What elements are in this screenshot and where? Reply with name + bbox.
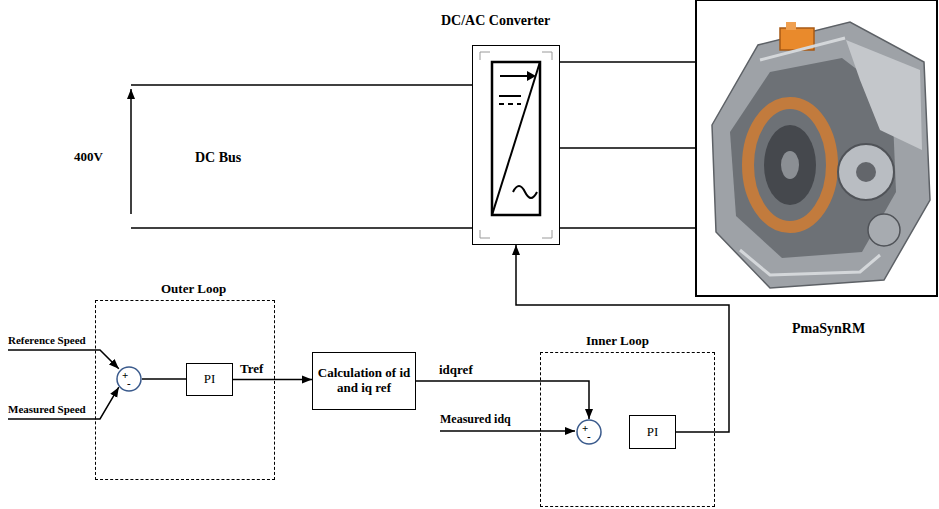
loop-boundary: Outer Loop+-PI: [95, 300, 275, 480]
connector: [142, 378, 186, 380]
rotor: [764, 125, 816, 205]
dc-bus-wire: [131, 84, 472, 86]
inverter-arrowhead: [527, 71, 536, 81]
corner-brackets: [480, 52, 552, 238]
connector: [233, 379, 312, 381]
bus-label: DC Bus: [195, 150, 241, 166]
node-label: -: [587, 430, 591, 443]
inverter-diagonal: [492, 62, 540, 215]
connector: [560, 61, 695, 63]
dc-symbol: [499, 95, 521, 97]
process-box: Calculation of id and iq ref: [312, 352, 416, 410]
housing-highlight: [740, 250, 880, 275]
inverter-arrow: [500, 75, 528, 77]
housing-highlight: [760, 38, 845, 60]
node-label: PmaSynRM: [792, 321, 865, 337]
summing-junction: +-: [116, 366, 142, 392]
connector: [560, 147, 695, 149]
voltage-label: 400V: [74, 150, 103, 165]
node-label: DC/AC Converter: [441, 13, 550, 29]
signal-name: Reference Speed: [8, 334, 86, 347]
node-label: Outer Loop: [161, 282, 226, 297]
gear: [868, 214, 900, 246]
node-label: -: [127, 377, 131, 390]
circle-outline: [577, 420, 601, 444]
dc-bus-wire: [131, 227, 472, 229]
shaft: [781, 151, 799, 179]
gearbox-cover: [846, 40, 922, 150]
box-text: PI: [647, 425, 659, 440]
circle-outline: [117, 367, 141, 391]
inverter-symbol: [492, 62, 540, 215]
motor-housing: [712, 22, 930, 288]
ac-symbol: [513, 186, 537, 198]
box-text: Calculation of id and iq ref: [317, 366, 411, 396]
edge-label: idqref: [438, 363, 474, 378]
connector: [516, 245, 729, 432]
voltage-arrow: [130, 89, 132, 214]
converter-box: DC/AC Converter: [472, 45, 560, 245]
gear-hub: [856, 162, 876, 182]
signal-name: Measured idq: [440, 413, 511, 427]
node-label: Inner Loop: [586, 334, 649, 349]
input-wire: [8, 350, 119, 369]
controller-box: PI: [629, 415, 676, 449]
gear: [838, 144, 894, 200]
input-wire: [440, 430, 575, 432]
input-wire: [8, 387, 119, 419]
signal-name: Measured Speed: [8, 403, 86, 416]
summing-junction: +-: [576, 419, 602, 445]
orange-connector: [786, 22, 796, 30]
motor-illustration: [712, 22, 930, 288]
copper-winding: [748, 103, 832, 227]
loop-boundary: Inner Loop+-PI: [540, 352, 715, 507]
motor-box: PmaSynRM: [695, 0, 938, 297]
edge-label: Tref: [239, 362, 264, 377]
connector: [560, 227, 695, 229]
controller-box: PI: [186, 363, 233, 396]
dc-symbol: [499, 103, 521, 105]
box-text: PI: [204, 372, 216, 387]
